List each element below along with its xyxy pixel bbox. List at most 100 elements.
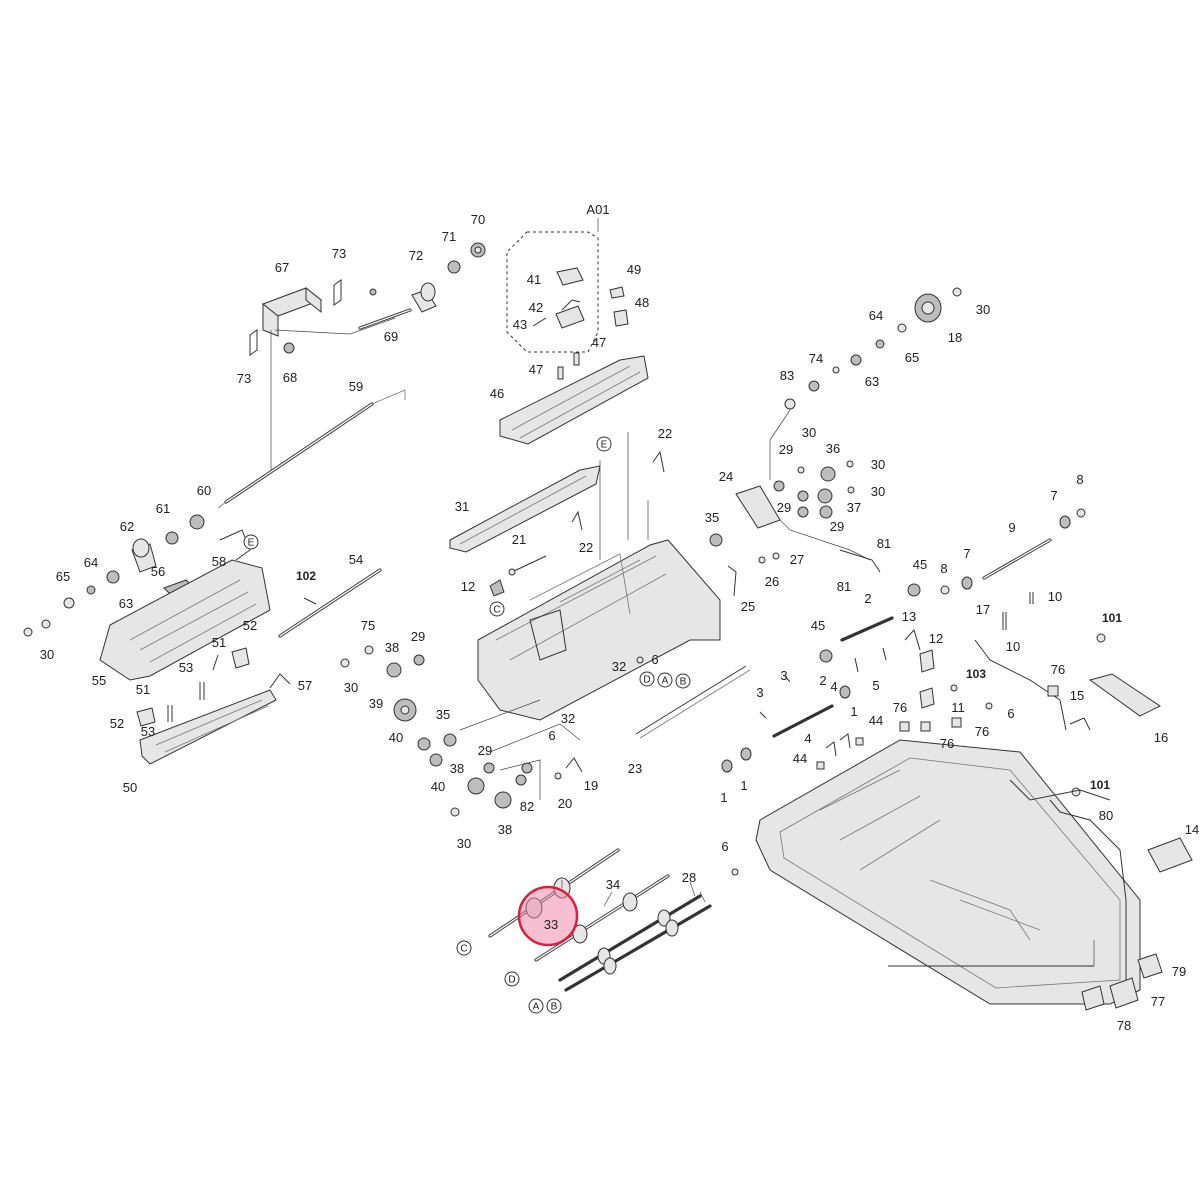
part-16-plate <box>1088 673 1161 717</box>
callout-30: 30 <box>802 425 816 440</box>
part-51-pin <box>212 654 219 671</box>
callout-69: 69 <box>384 329 398 344</box>
callout-38: 38 <box>385 640 399 655</box>
part-13-clip <box>904 629 921 651</box>
part-45-bushing <box>819 583 921 663</box>
callout-44: 44 <box>793 751 807 766</box>
reference-letter-d: D <box>508 975 515 986</box>
part-21-pin <box>508 555 547 576</box>
callout-40: 40 <box>389 730 403 745</box>
part-48-block <box>613 309 629 327</box>
callout-7: 7 <box>963 546 970 561</box>
part-36-gear <box>820 466 836 482</box>
callout-75: 75 <box>361 618 375 633</box>
callout-40: 40 <box>431 779 445 794</box>
callout-83: 83 <box>780 368 794 383</box>
callout-76: 76 <box>940 736 954 751</box>
part-65-washer-right <box>897 323 907 333</box>
callout-34: 34 <box>606 877 620 892</box>
reference-marker-c <box>489 601 505 617</box>
callout-42: 42 <box>529 300 543 315</box>
part-35-gear <box>443 533 723 747</box>
part-23-rack <box>635 665 751 739</box>
part-72-roller <box>411 282 437 313</box>
part-42-bracket <box>555 299 585 329</box>
callout-63: 63 <box>119 596 133 611</box>
callout-15: 15 <box>1070 688 1084 703</box>
callout-30: 30 <box>976 302 990 317</box>
part-53-spring <box>167 682 205 722</box>
part-11-clip <box>919 687 935 709</box>
callout-18: 18 <box>948 330 962 345</box>
part-44-pin <box>816 737 864 770</box>
callout-29: 29 <box>777 500 791 515</box>
callout-59: 59 <box>349 379 363 394</box>
part-30-small <box>340 658 460 817</box>
callout-3: 3 <box>780 668 787 683</box>
callout-1: 1 <box>720 790 727 805</box>
callout-64: 64 <box>869 308 883 323</box>
part-40-gear <box>417 737 443 767</box>
callout-5: 5 <box>872 678 879 693</box>
callout-33[interactable]: 33 <box>544 917 558 932</box>
part-49-tab <box>609 286 625 299</box>
callout-41: 41 <box>527 272 541 287</box>
callout-68: 68 <box>283 370 297 385</box>
part-52-roller <box>231 647 250 669</box>
part-70-gear <box>470 242 486 258</box>
part-18-gear <box>914 293 942 323</box>
part-54-shaft <box>278 568 382 638</box>
reference-marker-b <box>675 673 691 689</box>
part-28-roller-shafts <box>558 894 712 992</box>
callout-6: 6 <box>548 728 555 743</box>
part-67-bracket <box>261 286 323 337</box>
callout-71: 71 <box>442 229 456 244</box>
callout-29: 29 <box>411 629 425 644</box>
part-43-pin <box>532 317 547 327</box>
part-30-washer-left <box>23 619 51 637</box>
part-61-gear <box>165 531 179 545</box>
callout-1: 1 <box>850 704 857 719</box>
part-20-pin <box>554 772 562 780</box>
callout-70: 70 <box>471 212 485 227</box>
part-12-bracket-right <box>919 649 935 673</box>
callout-43: 43 <box>513 317 527 332</box>
callout-11: 11 <box>951 700 965 715</box>
callout-25: 25 <box>741 599 755 614</box>
part-34-roller-shaft <box>534 874 670 962</box>
callout-3: 3 <box>756 685 763 700</box>
part-78-connector <box>1081 985 1105 1011</box>
part-68-washer <box>283 342 295 354</box>
part-52-roller-lower <box>136 707 156 727</box>
callout-2: 2 <box>819 673 826 688</box>
part-5-spring <box>854 647 887 673</box>
part-57-clip <box>269 673 291 689</box>
callout-64: 64 <box>84 555 98 570</box>
part-38-gear <box>386 662 512 809</box>
reference-letter-c: C <box>460 944 467 955</box>
part-63-gear-right <box>850 354 862 366</box>
callout-52: 52 <box>243 618 257 633</box>
callout-55: 55 <box>92 673 106 688</box>
callout-36: 36 <box>826 441 840 456</box>
part-39-gear <box>393 698 417 722</box>
callout-26: 26 <box>765 574 779 589</box>
callout-8: 8 <box>940 561 947 576</box>
callout-65: 65 <box>905 350 919 365</box>
part-77-connector <box>1109 977 1139 1009</box>
callout-63: 63 <box>865 374 879 389</box>
callout-10: 10 <box>1048 589 1062 604</box>
part-60-gear <box>189 514 205 530</box>
callout-13: 13 <box>902 609 916 624</box>
callout-4: 4 <box>830 679 837 694</box>
part-27-pin <box>772 552 780 560</box>
highlight-part-33[interactable] <box>517 885 579 947</box>
callout-7: 7 <box>1050 488 1057 503</box>
part-17-cable <box>974 639 1067 731</box>
callout-81: 81 <box>837 579 851 594</box>
reference-letter-e: E <box>601 440 608 451</box>
part-76-block <box>899 685 1059 732</box>
part-66-pin <box>369 288 377 296</box>
